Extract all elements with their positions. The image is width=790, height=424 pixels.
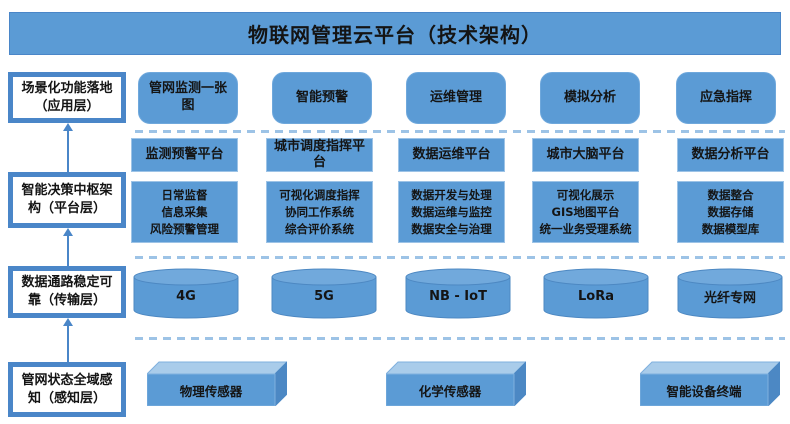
layer-label-application: 场景化功能落地（应用层） — [21, 80, 113, 114]
diagram-title: 物联网管理云平台（技术架构） — [248, 23, 542, 47]
platform-header: 数据运维平台 — [398, 138, 505, 172]
platform-header: 城市调度指挥平台 — [266, 138, 373, 172]
platform-subsystems: 日常监督 信息采集 风险预警管理 — [131, 181, 238, 243]
subsystem-item: 综合评价系统 — [285, 221, 354, 236]
layer-box-platform: 智能决策中枢架构（平台层） — [8, 172, 126, 228]
cylinder-shape — [543, 268, 649, 319]
up-arrow-icon — [63, 123, 73, 172]
subsystem-item: 数据存储 — [707, 204, 754, 219]
subsystem-item: 可视化展示 — [556, 187, 615, 202]
platform-header: 城市大脑平台 — [532, 138, 639, 172]
layer-box-application: 场景化功能落地（应用层） — [8, 72, 126, 123]
platform-header: 监测预警平台 — [131, 138, 238, 172]
cuboid-shape — [386, 361, 526, 406]
sensor-box: 化学传感器 — [386, 361, 526, 406]
subsystem-item: 日常监督 — [161, 187, 208, 202]
platform-subsystems: 数据整合 数据存储 数据模型库 — [677, 181, 784, 243]
layer-label-transport: 数据通路稳定可靠（传输层） — [21, 275, 113, 308]
sensor-label: 化学传感器 — [418, 383, 482, 399]
cylinder-label: 光纤专网 — [703, 290, 756, 306]
cylinder-shape — [405, 268, 511, 319]
sensor-box: 物理传感器 — [147, 361, 287, 406]
network-cylinder: 光纤专网 — [677, 268, 783, 320]
subsystem-item: 可视化调度指挥 — [279, 187, 360, 202]
network-cylinder: 4G — [133, 268, 239, 320]
network-cylinder: NB - IoT — [405, 268, 511, 320]
subsystem-item: 信息采集 — [161, 204, 208, 219]
subsystem-item: 数据安全与治理 — [411, 221, 492, 236]
cylinder-shape — [271, 268, 377, 319]
app-node: 智能预警 — [272, 72, 372, 124]
subsystem-item: 统一业务受理系统 — [539, 221, 632, 236]
layer-box-perception: 管网状态全域感知（感知层） — [8, 362, 126, 417]
app-node: 管网监测一张图 — [138, 72, 238, 124]
app-node: 模拟分析 — [540, 72, 640, 124]
layer-label-platform: 智能决策中枢架构（平台层） — [21, 183, 113, 216]
section-divider — [135, 256, 785, 259]
network-cylinder: LoRa — [543, 268, 649, 320]
subsystem-item: 风险预警管理 — [150, 221, 219, 236]
subsystem-item: 数据整合 — [707, 187, 754, 202]
app-node: 运维管理 — [406, 72, 506, 124]
cylinder-label: 4G — [176, 288, 196, 304]
diagram-title-bar: 物联网管理云平台（技术架构） — [9, 12, 781, 55]
layer-box-transport: 数据通路稳定可靠（传输层） — [8, 266, 126, 318]
subsystem-item: GIS地图平台 — [551, 204, 620, 219]
platform-subsystems: 可视化展示 GIS地图平台 统一业务受理系统 — [532, 181, 639, 243]
cylinder-label: NB - IoT — [429, 288, 487, 304]
cuboid-shape — [640, 361, 780, 406]
up-arrow-icon — [63, 228, 73, 266]
cylinder-shape — [133, 268, 239, 319]
sensor-label: 物理传感器 — [179, 383, 243, 399]
cylinder-shape — [677, 268, 783, 319]
app-node: 应急指挥 — [676, 72, 776, 124]
layer-label-perception: 管网状态全域感知（感知层） — [21, 372, 113, 406]
platform-subsystems: 可视化调度指挥 协同工作系统 综合评价系统 — [266, 181, 373, 243]
cylinder-label: 5G — [314, 288, 334, 304]
sensor-box: 智能设备终端 — [640, 361, 780, 406]
subsystem-item: 数据模型库 — [701, 221, 760, 236]
cylinder-label: LoRa — [578, 288, 614, 304]
network-cylinder: 5G — [271, 268, 377, 320]
cuboid-shape — [147, 361, 287, 406]
section-divider — [135, 337, 785, 340]
subsystem-item: 数据运维与监控 — [411, 204, 492, 219]
subsystem-item: 协同工作系统 — [285, 204, 354, 219]
section-divider — [135, 130, 785, 133]
subsystem-item: 数据开发与处理 — [411, 187, 492, 202]
sensor-label: 智能设备终端 — [666, 383, 742, 399]
platform-header: 数据分析平台 — [677, 138, 784, 172]
platform-subsystems: 数据开发与处理 数据运维与监控 数据安全与治理 — [398, 181, 505, 243]
up-arrow-icon — [63, 318, 73, 362]
